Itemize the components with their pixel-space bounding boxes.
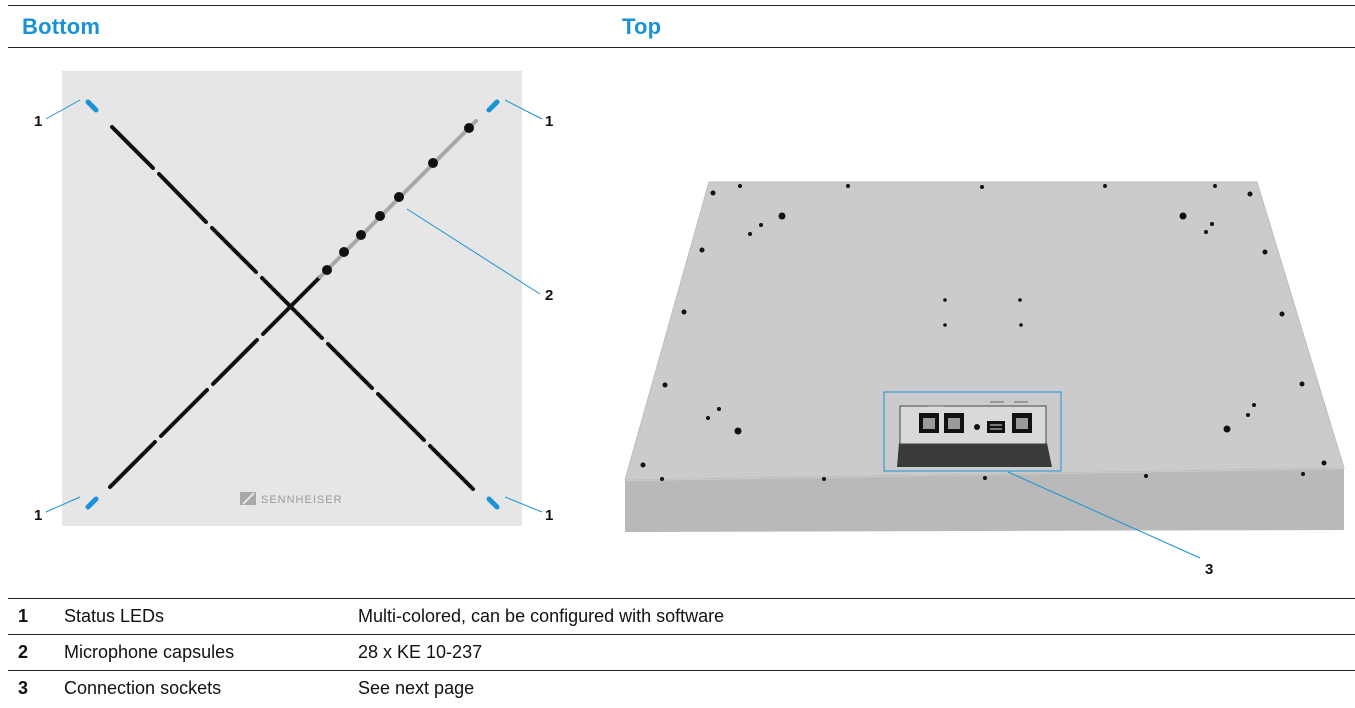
callout-label-led-top-left: 1 <box>34 113 42 130</box>
status-led-top-right <box>486 99 500 113</box>
table-row: 1 Status LEDs Multi-colored, can be conf… <box>8 598 1355 635</box>
microphone-capsules <box>322 123 474 275</box>
bottom-view: SENNHEISER 1 1 1 1 2 <box>34 71 553 526</box>
heading-rule <box>8 47 1355 48</box>
legend-description: See next page <box>358 670 1355 706</box>
top-view: 3 <box>624 181 1345 578</box>
legend-number: 3 <box>8 670 64 706</box>
brand-label: SENNHEISER <box>261 494 343 506</box>
sennheiser-logo-icon <box>240 492 256 505</box>
microphone-array-diagonal-b <box>108 275 322 489</box>
legend-description: 28 x KE 10-237 <box>358 634 1355 671</box>
legend-name: Microphone capsules <box>64 634 358 671</box>
heading-top: Top <box>622 14 662 39</box>
mounting-holes <box>640 184 1327 481</box>
table-row: 2 Microphone capsules 28 x KE 10-237 <box>8 634 1355 671</box>
callout-label-led-bottom-right: 1 <box>545 507 553 524</box>
ceiling-panel-bottom <box>62 71 522 526</box>
legend-number: 1 <box>8 598 64 635</box>
callout-label-led-bottom-left: 1 <box>34 507 42 524</box>
callout-label-capsules: 2 <box>545 287 553 304</box>
legend-name: Connection sockets <box>64 670 358 706</box>
reset-button <box>974 424 980 430</box>
callout-leader-sockets <box>1007 471 1201 559</box>
callout-label-sockets: 3 <box>1205 561 1213 578</box>
status-led-bottom-right <box>486 496 500 510</box>
heading-bottom: Bottom <box>22 14 101 39</box>
callout-label-led-top-right: 1 <box>545 113 553 130</box>
legend-number: 2 <box>8 634 64 671</box>
table-row: 3 Connection sockets See next page <box>8 670 1355 706</box>
connection-sockets-module <box>897 401 1052 467</box>
microphone-array-diagonal-a <box>110 125 475 491</box>
status-leds <box>85 99 500 510</box>
terminal-block-socket <box>987 421 1005 433</box>
sockets-highlight-box <box>883 391 1062 472</box>
top-rule <box>8 5 1355 6</box>
panel-front-edge <box>625 468 1344 532</box>
legend-description: Multi-colored, can be configured with so… <box>358 598 1355 635</box>
status-led-top-left <box>85 99 99 113</box>
callout-leaders-bottom <box>45 99 543 513</box>
legend-name: Status LEDs <box>64 598 358 635</box>
legend-table: 1 Status LEDs Multi-colored, can be conf… <box>8 598 1355 706</box>
device-illustration: SENNHEISER 1 1 1 1 2 <box>34 71 1345 578</box>
panel-top-surface <box>624 181 1345 481</box>
status-led-bottom-left <box>85 496 99 510</box>
